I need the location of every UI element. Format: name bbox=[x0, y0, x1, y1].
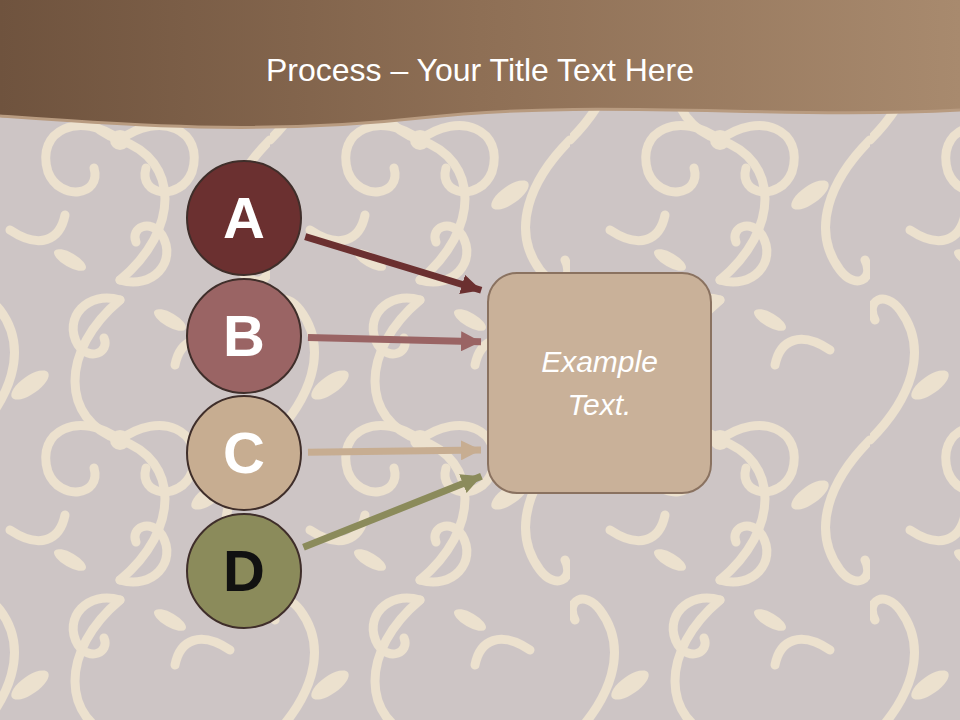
step-circle: B bbox=[186, 278, 302, 394]
step-circle: D bbox=[186, 513, 302, 629]
text-holder: B bbox=[223, 307, 265, 365]
step-circle: A bbox=[186, 160, 302, 276]
process-arrow bbox=[308, 338, 481, 342]
text-holder: C bbox=[223, 424, 265, 482]
text-holder: A bbox=[223, 189, 265, 247]
process-arrow bbox=[308, 450, 481, 452]
text-holder: D bbox=[223, 542, 265, 600]
step-letter: D bbox=[223, 542, 265, 600]
slide-title: Process – Your Title Text Here bbox=[0, 52, 960, 89]
step-letter: B bbox=[223, 307, 265, 365]
text-holder: Example Text. bbox=[520, 340, 680, 427]
step-letter: A bbox=[223, 189, 265, 247]
box-text: Example Text. bbox=[520, 340, 680, 427]
step-circle: C bbox=[186, 395, 302, 511]
process-arrow bbox=[305, 237, 481, 291]
step-letter: C bbox=[223, 424, 265, 482]
process-arrow bbox=[303, 476, 481, 547]
result-box: Example Text. bbox=[487, 272, 712, 494]
